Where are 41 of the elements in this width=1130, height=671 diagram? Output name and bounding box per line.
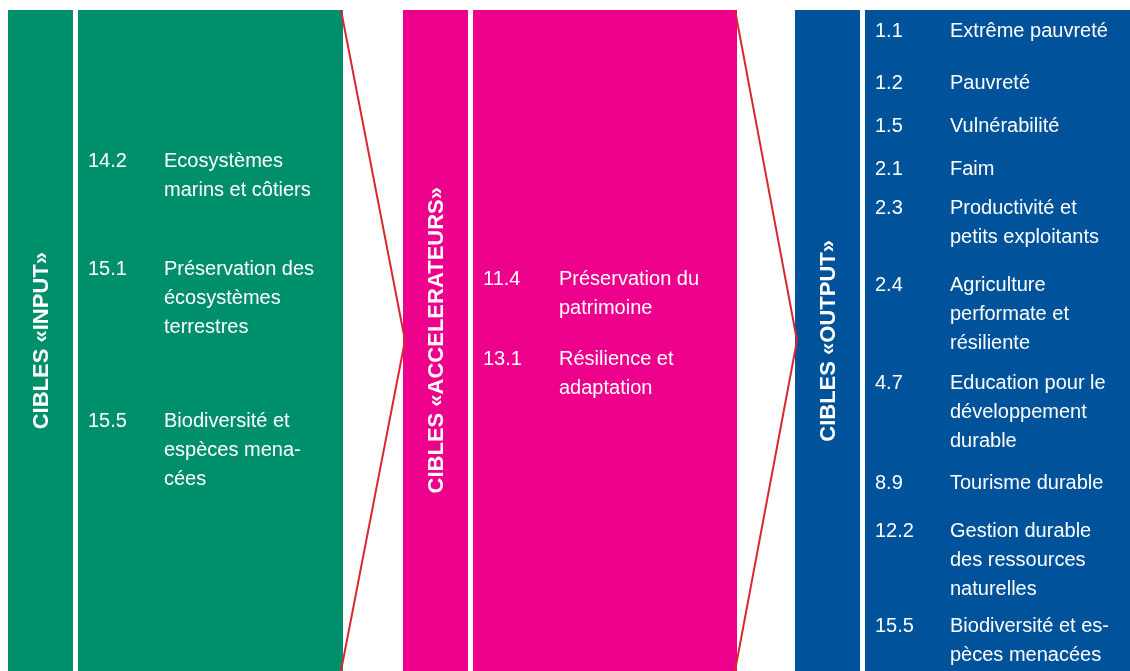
target-number: 15.5: [875, 613, 914, 638]
target-label: Ecosystèmes marins et côtiers: [164, 148, 312, 202]
target-number: 1.1: [875, 18, 903, 43]
target-number: 1.5: [875, 113, 903, 138]
target-number: 2.1: [875, 156, 903, 181]
target-label: Biodiversité et es-pèces menacées: [950, 613, 1110, 667]
chevron-connector: [734, 9, 798, 671]
category-band: [8, 10, 73, 671]
target-label: Agriculture performate et résiliente: [950, 272, 1070, 355]
target-number: 2.3: [875, 195, 903, 220]
target-number: 15.1: [88, 256, 127, 281]
target-number: 1.2: [875, 70, 903, 95]
target-label: Résilience et adaptation: [559, 346, 675, 400]
category-band: [403, 10, 468, 671]
target-number: 2.4: [875, 272, 903, 297]
target-panel: [473, 10, 737, 671]
target-label: Gestion durable des ressources naturelles: [950, 518, 1093, 601]
target-number: 15.5: [88, 408, 127, 433]
target-label: Faim: [950, 156, 996, 181]
target-label: Préservation des écosystèmes terrestres: [164, 256, 316, 339]
target-label: Tourisme durable: [950, 470, 1105, 495]
chevron-connector: [340, 9, 406, 671]
target-label: Vulnérabilité: [950, 113, 1061, 138]
target-label: Productivité et petits exploitants: [950, 195, 1100, 249]
target-panel: [865, 10, 1130, 671]
band-title: CIBLES «ACCELERATEURS»: [422, 187, 449, 494]
target-panel: [78, 10, 343, 671]
target-number: 12.2: [875, 518, 914, 543]
target-number: 13.1: [483, 346, 522, 371]
target-number: 14.2: [88, 148, 127, 173]
target-number: 8.9: [875, 470, 903, 495]
target-label: Extrême pauvreté: [950, 18, 1109, 43]
target-label: Pauvreté: [950, 70, 1032, 95]
target-number: 11.4: [483, 266, 521, 291]
target-number: 4.7: [875, 370, 903, 395]
target-label: Préservation du patrimoine: [559, 266, 701, 320]
category-band: [795, 10, 860, 671]
band-title: CIBLES «OUTPUT»: [814, 239, 841, 442]
target-label: Education pour le développement durable: [950, 370, 1107, 453]
target-label: Biodiversité et espèces mena-cées: [164, 408, 302, 491]
band-title: CIBLES «INPUT»: [27, 251, 54, 430]
